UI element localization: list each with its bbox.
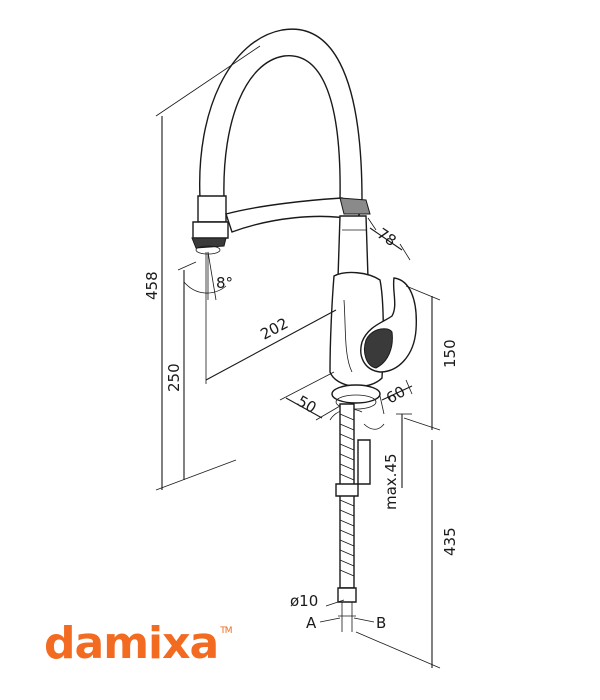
faucet-supply-hoses — [335, 403, 359, 632]
dimension-base-width: 50 — [294, 392, 320, 417]
trademark-mark: TM — [220, 626, 232, 636]
faucet-spray-head — [191, 195, 229, 255]
dimension-spout-height: 250 — [165, 363, 183, 392]
dimension-reach: 202 — [257, 314, 291, 343]
dimension-max-deck: max.45 — [382, 453, 400, 510]
faucet-column — [337, 215, 369, 279]
label-inlet-a: A — [306, 614, 317, 632]
label-inlet-b: B — [376, 614, 386, 632]
dimension-total-height: 458 — [143, 271, 161, 300]
dimension-hose-length: 435 — [441, 527, 459, 556]
dimension-base-depth: 60 — [383, 382, 409, 407]
dimension-angle: 8° — [216, 274, 233, 292]
dimension-hose-diameter: ø10 — [290, 592, 318, 610]
faucet-base-fixing — [329, 384, 385, 485]
faucet-spout-arc — [199, 28, 363, 201]
dimension-lines — [155, 45, 441, 669]
dimension-body-height: 150 — [441, 339, 459, 368]
faucet-magnetic-arm — [225, 197, 371, 233]
faucet-handle — [360, 277, 417, 373]
brand-name: damixa — [44, 618, 219, 669]
